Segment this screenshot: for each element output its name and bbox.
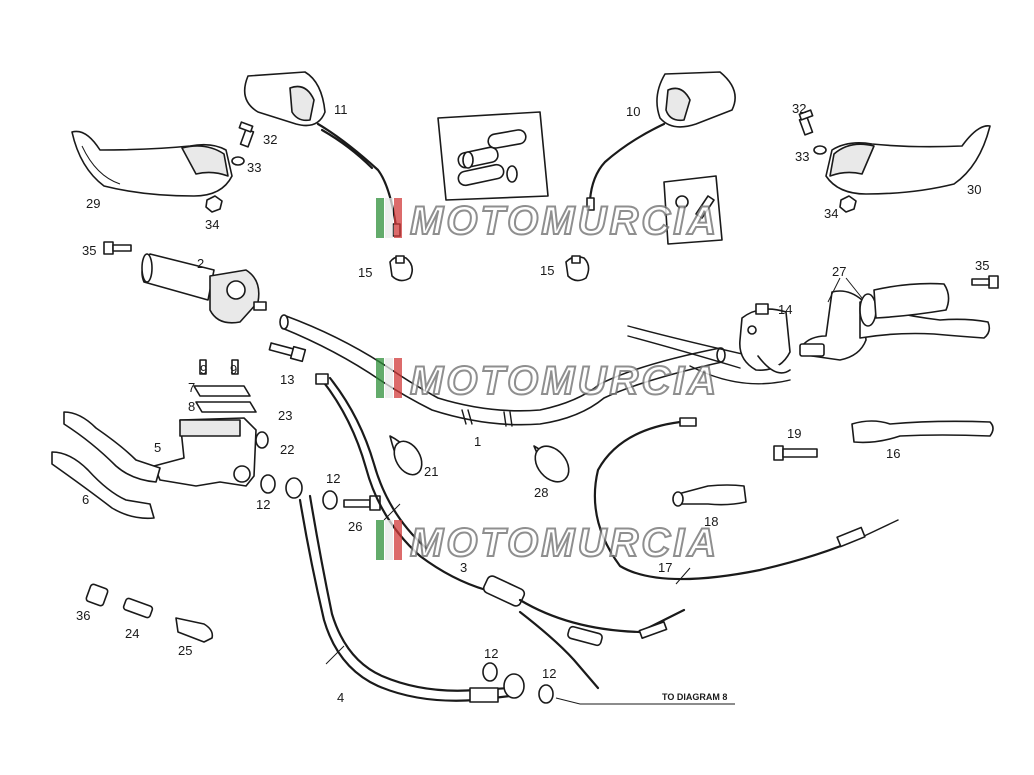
throttle-cables — [315, 373, 686, 690]
callout-25: 25 — [178, 643, 192, 658]
callout-12d: 12 — [542, 666, 556, 681]
watermark: MOTOMURCIA MOTOMURCIA MOTOMURCIA — [376, 198, 719, 566]
callout-11: 11 — [334, 102, 348, 117]
callout-19: 19 — [787, 426, 801, 441]
callout-12b: 12 — [326, 471, 340, 486]
watermark-logo-2: MOTOMURCIA — [376, 358, 719, 404]
callout-21: 21 — [424, 464, 438, 479]
callout-2: 2 — [197, 256, 204, 271]
callout-24: 24 — [125, 626, 139, 641]
callout-14: 14 — [778, 302, 792, 317]
callout-22: 22 — [280, 442, 294, 457]
callout-10: 10 — [626, 104, 640, 119]
callout-32b: 32 — [792, 101, 806, 116]
mirror-right — [586, 71, 736, 211]
callout-23: 23 — [278, 408, 292, 423]
callout-16: 16 — [886, 446, 900, 461]
callout-18: 18 — [704, 514, 718, 529]
callout-3: 3 — [460, 560, 467, 575]
mirror-clamps — [389, 255, 590, 282]
master-cylinder — [51, 359, 269, 520]
small-parts-bottom-left — [85, 583, 214, 643]
callout-35a: 35 — [82, 243, 96, 258]
handlebar — [279, 314, 791, 427]
callout-5: 5 — [154, 440, 161, 455]
adjuster-18 — [672, 484, 747, 507]
callout-9b: 9 — [230, 362, 237, 377]
grips-package — [437, 111, 549, 201]
watermark-logo-3: MOTOMURCIA — [376, 520, 719, 566]
brake-hose — [298, 494, 525, 703]
svg-text:MOTOMURCIA: MOTOMURCIA — [410, 199, 719, 243]
callout-34a: 34 — [205, 217, 219, 232]
switch-assembly — [739, 303, 791, 374]
callout-34b: 34 — [824, 206, 838, 221]
callout-30: 30 — [967, 182, 981, 197]
small-parts-packet — [663, 175, 723, 245]
callout-6: 6 — [82, 492, 89, 507]
callout-4: 4 — [337, 690, 344, 705]
callout-12a: 12 — [256, 497, 270, 512]
callout-9a: 9 — [200, 362, 207, 377]
throttle-grip — [141, 253, 267, 324]
handguard-left — [71, 130, 233, 197]
callout-36: 36 — [76, 608, 90, 623]
callout-35b: 35 — [975, 258, 989, 273]
callout-33b: 33 — [795, 149, 809, 164]
note-to-diagram: TO DIAGRAM 8 — [662, 692, 727, 702]
callout-27: 27 — [832, 264, 846, 279]
callout-29: 29 — [86, 196, 100, 211]
callout-28: 28 — [534, 485, 548, 500]
callout-15b: 15 — [540, 263, 554, 278]
callout-12c: 12 — [484, 646, 498, 661]
clutch-cable — [593, 417, 899, 585]
handguard-right — [825, 125, 991, 195]
callout-33a: 33 — [247, 160, 261, 175]
bolts-35 — [103, 241, 999, 289]
callouts: 1 2 3 4 5 6 7 8 9 9 10 11 12 12 12 12 13… — [76, 101, 989, 705]
callout-26: 26 — [348, 519, 362, 534]
callout-15a: 15 — [358, 265, 372, 280]
small-hardware — [205, 109, 857, 213]
svg-text:MOTOMURCIA: MOTOMURCIA — [410, 521, 719, 565]
svg-text:MOTOMURCIA: MOTOMURCIA — [410, 359, 719, 403]
callout-1: 1 — [474, 434, 481, 449]
callout-13: 13 — [280, 372, 294, 387]
callout-8: 8 — [188, 399, 195, 414]
callout-32a: 32 — [263, 132, 277, 147]
callout-17: 17 — [658, 560, 672, 575]
lever-16 — [773, 420, 994, 461]
washers-and-fittings — [260, 342, 554, 704]
clutch-lever-assembly — [799, 282, 991, 361]
cable-ties — [389, 435, 570, 483]
callout-7: 7 — [188, 380, 195, 395]
watermark-logo-1: MOTOMURCIA — [376, 198, 719, 244]
